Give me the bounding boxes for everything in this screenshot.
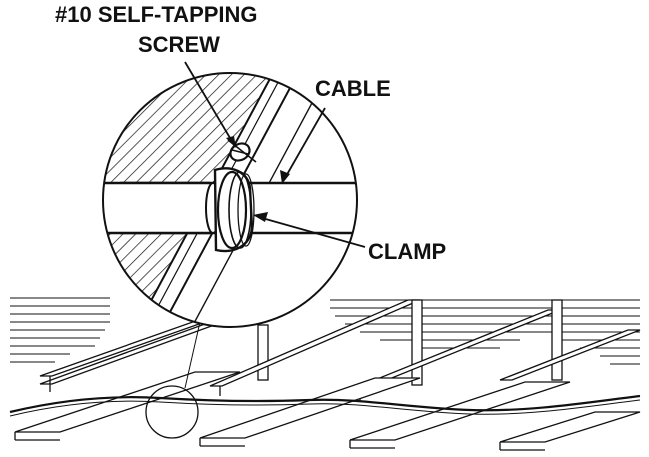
screw: [227, 139, 257, 163]
magnified-detail: [103, 73, 357, 327]
magnified-circle-border: [102, 72, 358, 328]
clamp-leader: [253, 212, 366, 248]
cable-leader: [280, 107, 326, 184]
beam-flanges: [14, 371, 641, 451]
cable-run: [9, 394, 641, 414]
detail-leader-line: [184, 321, 201, 389]
detail-location-circle: [145, 385, 199, 439]
clamp-label: CLAMP: [368, 239, 447, 264]
cable-run-lower: [9, 399, 641, 417]
screw-leader: [184, 61, 236, 148]
i-beam-4: [499, 299, 641, 381]
screw-label-line2: SCREW: [138, 32, 220, 57]
cable-label: CABLE: [315, 76, 391, 101]
screw-label-line1: #10 SELF-TAPPING: [55, 2, 258, 27]
